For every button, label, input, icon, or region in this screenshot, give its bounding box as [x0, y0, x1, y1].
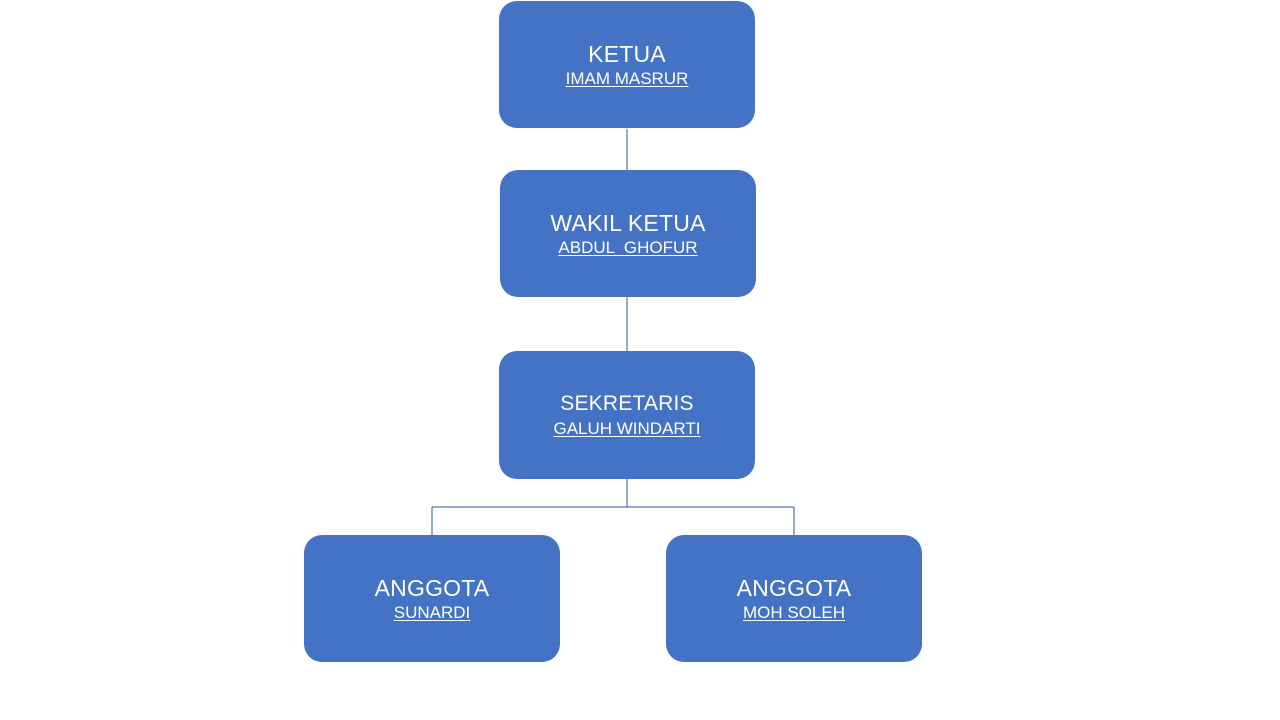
node-role-label: KETUA [588, 40, 666, 67]
node-sekretaris: SEKRETARIS GALUH WINDARTI [499, 351, 755, 479]
node-role-label: ANGGOTA [736, 574, 852, 601]
node-role-label: ANGGOTA [374, 574, 490, 601]
node-person-name: IMAM MASRUR [565, 68, 689, 88]
node-person-name: ABDUL GHOFUR [558, 237, 698, 257]
node-anggota-2: ANGGOTA MOH SOLEH [666, 535, 922, 662]
node-person-name: GALUH WINDARTI [553, 419, 701, 438]
node-role-label: WAKIL KETUA [550, 209, 706, 236]
node-anggota-1: ANGGOTA SUNARDI [304, 535, 560, 662]
node-person-name: MOH SOLEH [742, 602, 846, 622]
node-wakil-ketua: WAKIL KETUA ABDUL GHOFUR [500, 170, 756, 297]
node-ketua: KETUA IMAM MASRUR [499, 1, 755, 128]
node-role-label: SEKRETARIS [560, 392, 694, 415]
node-person-name: SUNARDI [393, 602, 471, 622]
